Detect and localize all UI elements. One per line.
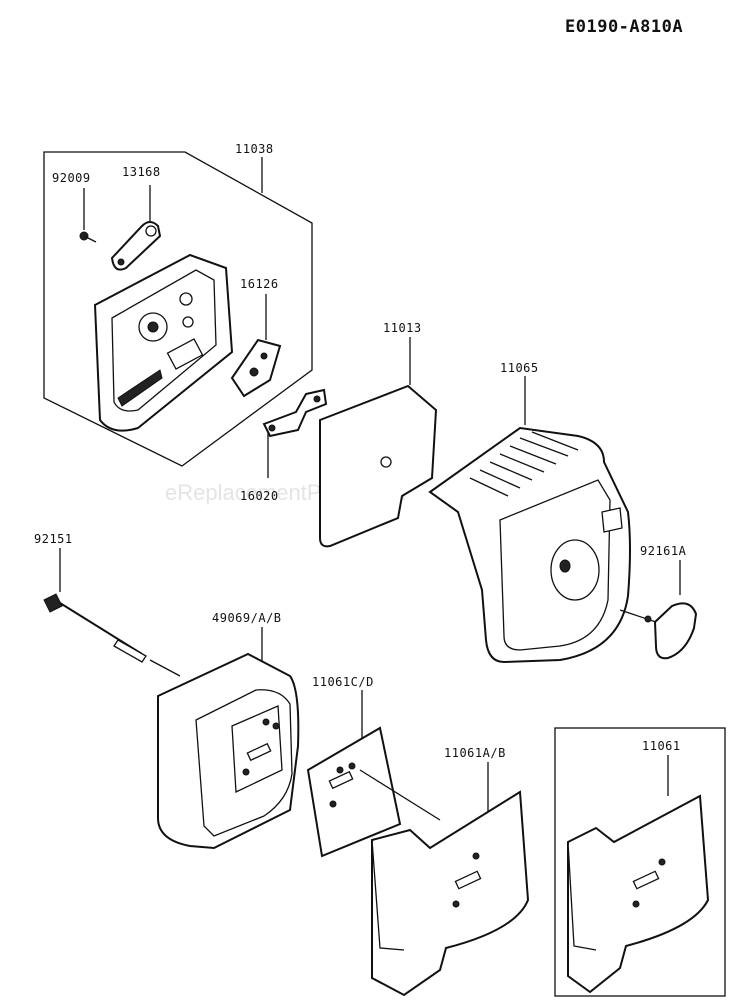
label-11065: 11065 [500, 361, 539, 375]
shield-11061ab [371, 762, 530, 997]
label-92161a: 92161A [640, 544, 687, 558]
air-cleaner-assembly-group [43, 151, 328, 478]
shield-11061-box [554, 727, 726, 997]
plate-16126 [230, 294, 282, 398]
screw-92009 [79, 188, 97, 243]
bolt-92151 [43, 548, 181, 677]
label-16020: 16020 [240, 489, 279, 503]
label-92151: 92151 [34, 532, 73, 546]
label-11061cd: 11061C/D [312, 675, 374, 689]
label-92009: 92009 [52, 171, 91, 185]
filter-element-11013 [319, 337, 438, 548]
knob-92161a [619, 560, 698, 660]
label-11061: 11061 [642, 739, 681, 753]
assembly-outline-11038 [43, 151, 313, 467]
label-49069: 49069/A/B [212, 611, 282, 625]
muffler-cover-11065 [428, 376, 631, 664]
bracket-13168 [110, 185, 162, 271]
box-11061 [554, 727, 726, 997]
label-16126: 16126 [240, 277, 279, 291]
diagram-code: E0190-A810A [565, 17, 683, 37]
label-11013: 11013 [383, 321, 422, 335]
label-11038: 11038 [235, 142, 274, 156]
muffler-49069 [157, 627, 300, 850]
air-cleaner-base [93, 253, 234, 432]
gasket-11061cd [306, 690, 441, 858]
bracket-16020 [262, 388, 328, 478]
label-11061ab: 11061A/B [444, 746, 506, 760]
cover-vents [469, 431, 579, 497]
label-13168: 13168 [122, 165, 161, 179]
